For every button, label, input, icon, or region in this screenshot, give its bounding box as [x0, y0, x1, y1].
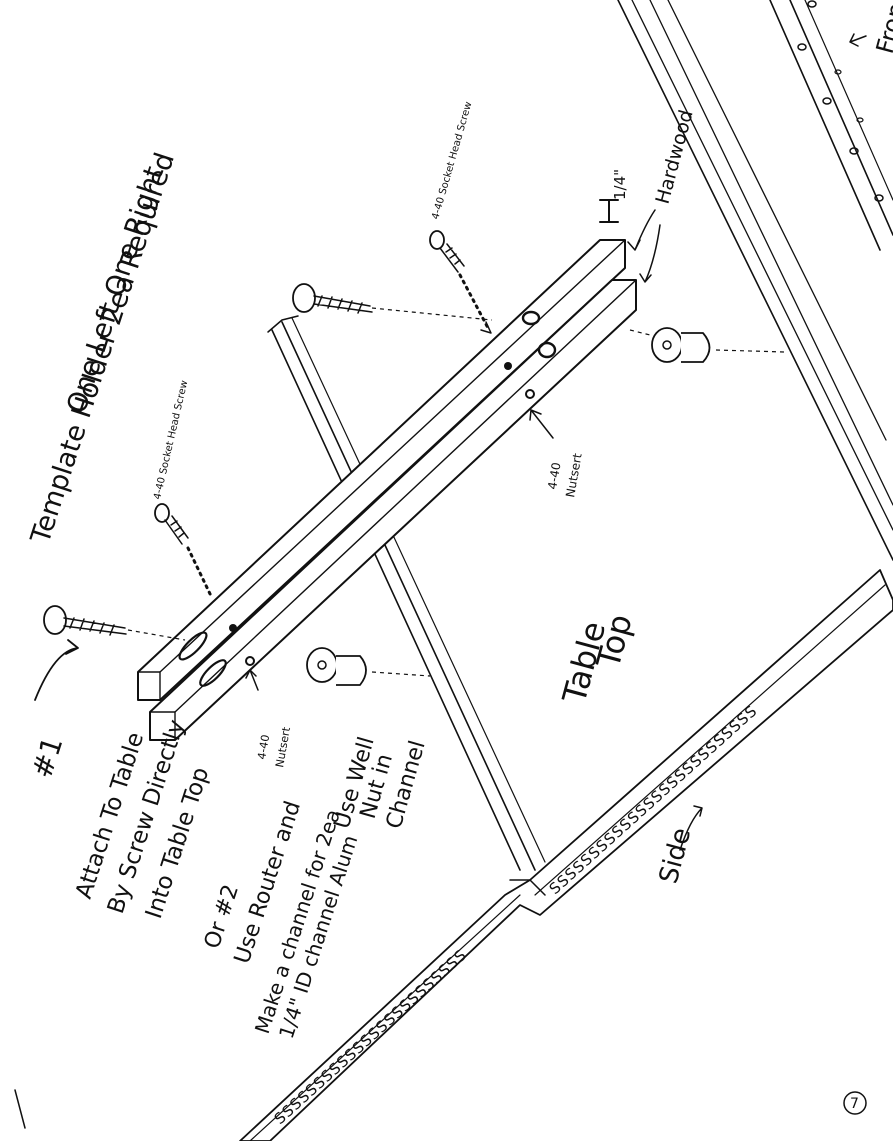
hardwood-arrow-2: [639, 224, 661, 283]
well-nut-right: [651, 327, 711, 363]
hardwood-label: Hardwood: [652, 108, 698, 207]
table-back-rail: [617, 0, 893, 561]
well-nut-left: [306, 647, 367, 686]
front-rail: [769, 0, 893, 251]
wood-screw-left: [43, 605, 127, 636]
nutsert-label-1: 4-40: [545, 461, 564, 490]
title-line2: One Left One Right: [61, 163, 170, 418]
option2-nut-1: 4-40: [255, 734, 272, 761]
thickness-dimension: [599, 199, 619, 223]
thickness-label: 1/4": [611, 169, 629, 200]
option2-nut-2: Nutsert: [273, 725, 293, 768]
socket-screw-left-label: 4-40 Socket Head Screw: [152, 379, 190, 500]
page-number-badge: 7: [843, 1091, 867, 1115]
attach-arrow: [34, 639, 79, 701]
table-top-label-2: Top: [589, 610, 640, 673]
hardwood-arrow-1: [627, 209, 656, 251]
front-label: Fron: [871, 0, 893, 57]
hardwood-holder-bars: [137, 239, 637, 741]
svg-text:SSSSSSSSSSSSSSSSSSSSSSSSSS: SSSSSSSSSSSSSSSSSSSSSSSSSS: [546, 702, 761, 898]
alum-nutsert-arrow: [245, 669, 259, 691]
option1-number: #1: [25, 733, 69, 782]
corner-stroke: [14, 1089, 26, 1129]
side-label: Side: [654, 825, 698, 887]
socket-screw-top-label: 4-40 Socket Head Screw: [430, 101, 474, 221]
nutsert-label-2: Nutsert: [563, 452, 585, 499]
side-arrow: [679, 805, 703, 851]
front-arrow: [849, 33, 867, 47]
wood-screw-top: [292, 283, 373, 314]
aluminum-channel: [267, 315, 546, 871]
socket-screw-left: [154, 503, 189, 545]
socket-screw-top: [429, 230, 465, 273]
nutsert-arrow: [529, 409, 554, 439]
page-number: 7: [850, 1096, 859, 1112]
